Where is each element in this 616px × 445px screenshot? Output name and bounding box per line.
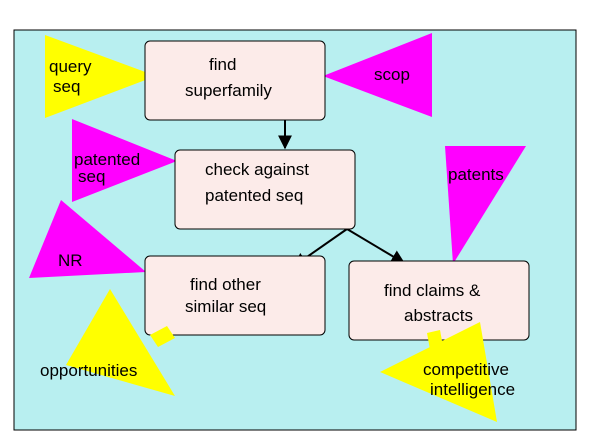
patented-seq-input: patented seq (72, 119, 177, 202)
patents-triangle (445, 146, 526, 264)
competitive-intelligence-line1: competitive (423, 360, 509, 379)
query-seq-input: query seq (45, 35, 156, 118)
check-patented-line2: patented seq (205, 186, 303, 205)
find-claims-line2: abstracts (404, 306, 473, 325)
nr-input: NR (29, 200, 146, 278)
find-superfamily-rect (144, 40, 326, 121)
check-patented-box: check against patented seq (174, 149, 356, 230)
competitive-intelligence-output: competitive intelligence (380, 322, 515, 422)
nr-label: NR (58, 251, 83, 270)
scop-triangle (323, 33, 432, 117)
find-claims-box: find claims & abstracts (348, 260, 530, 341)
patented-seq-label-line1: patented (74, 150, 140, 169)
find-similar-rect (144, 255, 326, 336)
query-seq-triangle (45, 35, 156, 118)
query-seq-label-line1: query (49, 57, 92, 76)
find-claims-rect (348, 260, 530, 341)
opportunities-label: opportunities (40, 361, 137, 380)
check-patented-line1: check against (205, 160, 309, 179)
opportunities-output: opportunities (40, 289, 175, 396)
find-superfamily-box: find superfamily (144, 40, 326, 121)
find-claims-line1: find claims & (384, 281, 481, 300)
competitive-intelligence-line2: intelligence (430, 380, 515, 399)
opportunities-triangle (66, 289, 175, 396)
opportunities-stem (150, 326, 175, 347)
check-patented-rect (174, 149, 356, 230)
patented-seq-triangle (72, 119, 177, 202)
find-superfamily-line1: find (209, 55, 236, 74)
scop-input: scop (323, 33, 432, 117)
patented-seq-label-line2: seq (78, 167, 105, 186)
find-superfamily-line2: superfamily (185, 81, 272, 100)
patents-input: patents (445, 146, 526, 264)
find-similar-line1: find other (190, 275, 261, 294)
arrow-check-to-claims (346, 228, 406, 264)
competitive-intelligence-triangle (380, 322, 497, 422)
query-seq-label-line2: seq (53, 77, 80, 96)
find-similar-line2: similar seq (185, 297, 266, 316)
scop-label: scop (374, 65, 410, 84)
nr-triangle (29, 200, 146, 278)
find-similar-box: find other similar seq (144, 255, 326, 336)
patents-label: patents (448, 165, 504, 184)
